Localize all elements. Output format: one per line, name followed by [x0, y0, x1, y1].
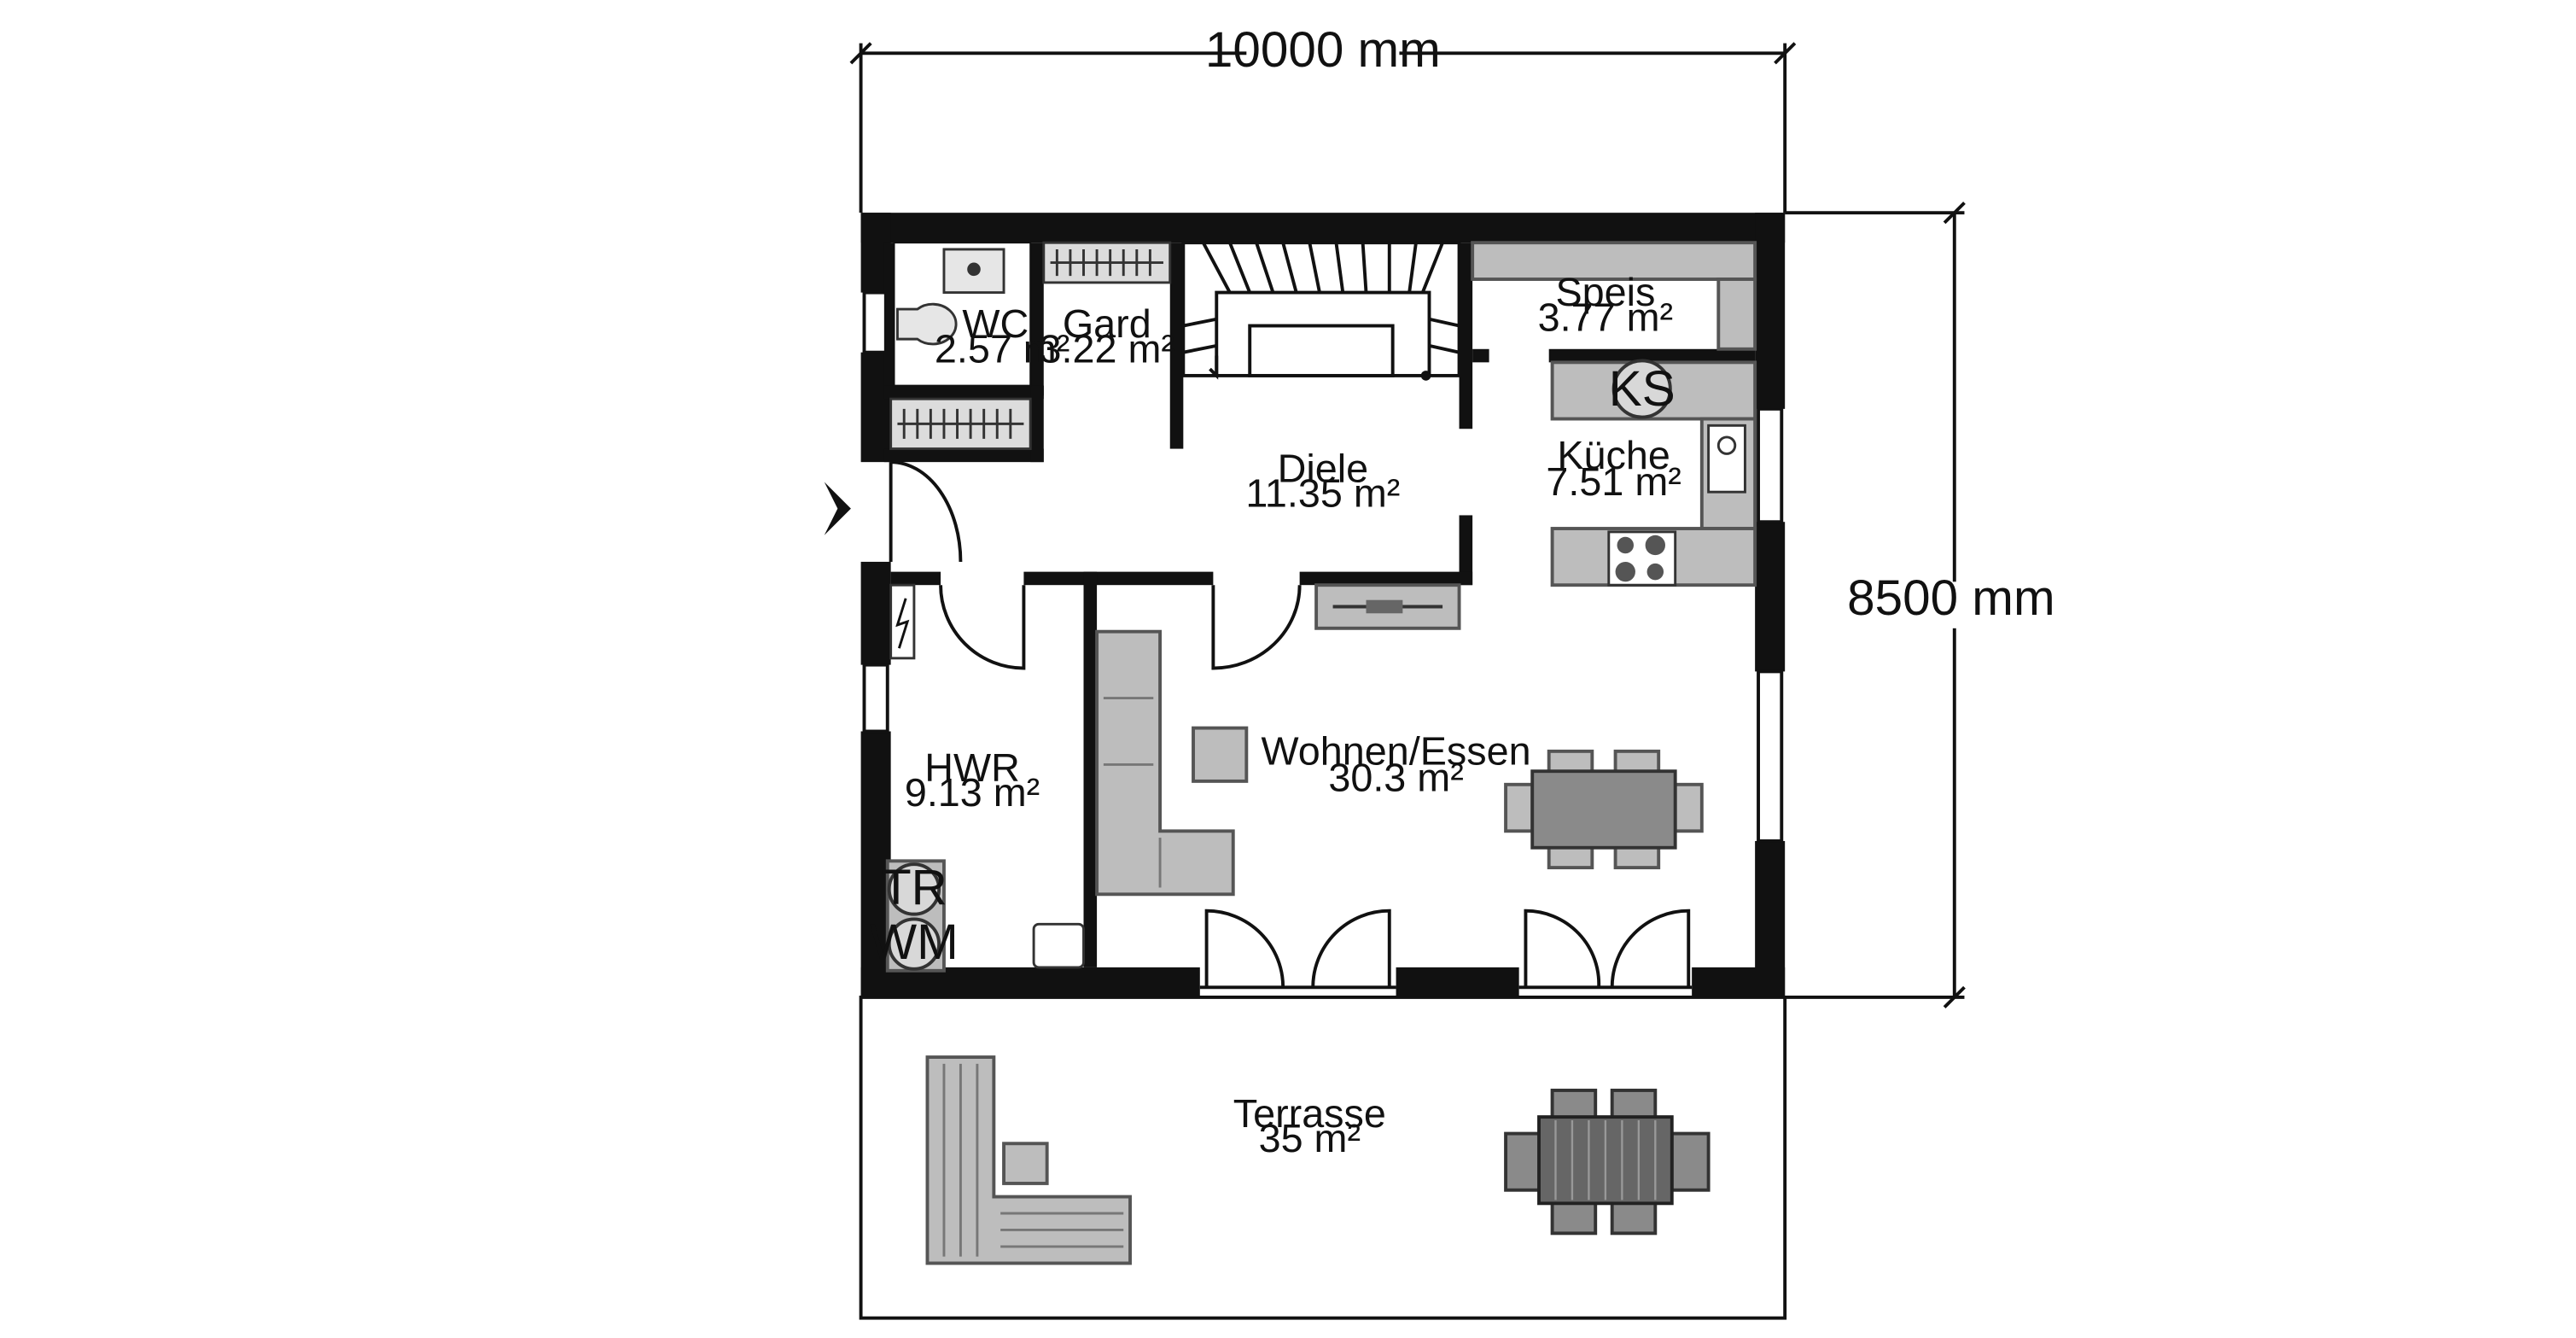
dimension-height: 8500 mm	[1785, 202, 2055, 1009]
interior-walls	[883, 242, 1756, 967]
sideboard	[1314, 583, 1461, 630]
room-name-hwr: HWR	[924, 745, 1020, 790]
wc-fixtures	[893, 242, 1032, 387]
staircase	[1181, 241, 1461, 381]
entrance-arrow-icon	[824, 482, 851, 535]
room-labels: WC 2.57 m² Gard 3.22 m² Speis 3.77 m² Kü…	[905, 270, 1681, 1160]
wardrobe-entrance	[889, 397, 1032, 451]
room-area-hwr: 9.13 m²	[905, 770, 1040, 815]
dryer-label: TR	[881, 860, 947, 915]
room-area-terrasse: 35 m²	[1259, 1116, 1361, 1160]
hwr-fixtures: TR WM	[870, 583, 1085, 973]
room-area-wohnen: 30.3 m²	[1328, 756, 1463, 800]
dining-table	[1504, 749, 1704, 870]
dryer-icon	[887, 862, 941, 916]
terrace-dining	[1504, 1089, 1711, 1236]
room-name-speis: Speis	[1555, 270, 1655, 314]
fridge-label: KS	[1609, 361, 1676, 417]
room-name-wohnen: Wohnen/Essen	[1262, 728, 1531, 773]
terrace-outline	[859, 996, 1787, 1320]
room-area-gard: 3.22 m²	[1040, 326, 1174, 371]
washer-icon	[887, 917, 941, 971]
room-area-speis: 3.77 m²	[1538, 295, 1673, 339]
wardrobe-gard	[1042, 241, 1172, 284]
width-dimension-label: 10000 mm	[1205, 22, 1441, 78]
electric-icon	[895, 598, 910, 649]
terrace-side-table	[1002, 1142, 1049, 1185]
dimension-width: 10000 mm	[849, 22, 1797, 213]
washer-label: WM	[870, 914, 959, 970]
kitchen-sink-icon	[1707, 424, 1746, 494]
room-name-diele: Diele	[1278, 447, 1368, 491]
room-area-diele: 11.35 m²	[1245, 471, 1400, 516]
kitchen-counters: KS	[1550, 359, 1757, 587]
sofa-table	[1192, 726, 1249, 783]
room-name-gard: Gard	[1063, 301, 1151, 346]
sofa	[1095, 629, 1249, 897]
windows	[862, 290, 1784, 990]
toilet-icon	[895, 302, 958, 346]
room-name-kueche: Küche	[1557, 433, 1670, 477]
terrace-lounge	[925, 1055, 1132, 1265]
room-name-terrasse: Terrasse	[1233, 1091, 1386, 1136]
room-area-kueche: 7.51 m²	[1546, 459, 1681, 504]
height-dimension-label: 8500 mm	[1847, 570, 2054, 626]
basin-icon	[1032, 922, 1085, 969]
fridge-icon	[1611, 359, 1672, 419]
room-name-wc: WC	[962, 301, 1029, 346]
room-area-wc: 2.57 m²	[935, 326, 1069, 371]
pantry-shelves	[1471, 241, 1757, 351]
